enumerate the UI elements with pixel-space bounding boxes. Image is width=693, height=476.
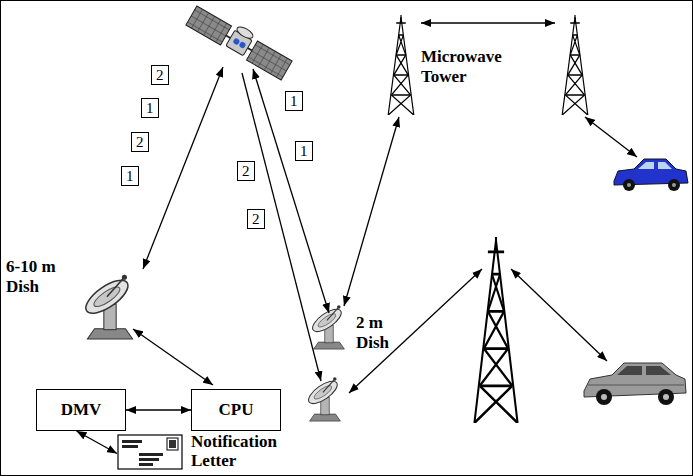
microwave-link <box>421 22 555 23</box>
callout-number: 2 <box>151 65 169 85</box>
node-text: DMV <box>61 401 102 420</box>
dish-label: 2 m Dish <box>356 313 398 352</box>
connector-arrow <box>126 409 191 410</box>
callout-number: 1 <box>295 141 313 161</box>
downlink-line <box>242 73 321 381</box>
callout-number: 1 <box>285 91 303 111</box>
radio-link <box>349 269 482 393</box>
downlink-line <box>253 69 329 313</box>
connector-arrow <box>77 431 118 454</box>
blue-car <box>614 159 688 191</box>
microwave-tower <box>562 15 588 115</box>
callout-number: 1 <box>141 98 159 118</box>
microwave-tower <box>388 15 414 115</box>
grey-car <box>584 363 686 405</box>
node-text: CPU <box>219 401 254 420</box>
satellite <box>186 2 295 80</box>
process-box: CPU <box>191 389 281 431</box>
tower-label: Microwave Tower <box>421 47 526 86</box>
process-box: DMV <box>36 389 126 431</box>
callout-number: 2 <box>247 209 265 229</box>
link-lines <box>133 23 637 393</box>
callout-number: 1 <box>121 166 139 186</box>
node-text: Notification Letter <box>191 433 291 470</box>
radio-tower <box>474 237 517 423</box>
large-dish <box>81 274 133 339</box>
dish-cpu-link <box>133 329 213 385</box>
small-dish <box>305 377 341 421</box>
callout-number: 2 <box>237 161 255 181</box>
small-dish <box>309 305 345 349</box>
microwave-link <box>344 117 399 306</box>
letter-icon <box>117 434 183 470</box>
dish-label: 6-10 m Dish <box>6 257 76 296</box>
callout-number: 2 <box>131 132 149 152</box>
radio-link <box>585 117 637 157</box>
notification-letter: Notification Letter <box>117 433 291 470</box>
radio-link <box>511 269 607 361</box>
